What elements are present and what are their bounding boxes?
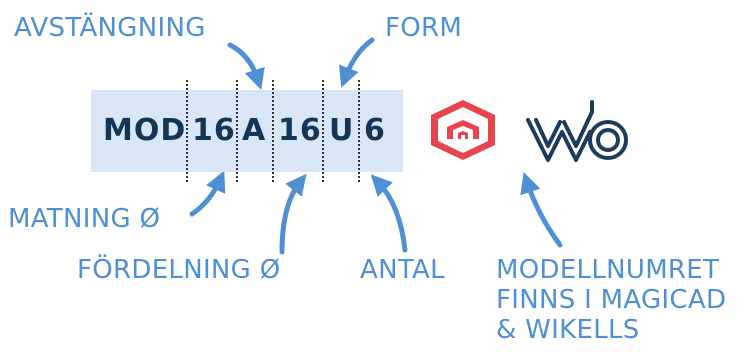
arrow-modell: [520, 172, 563, 248]
separator: [236, 80, 238, 182]
label-matning: MATNING Ø: [8, 204, 161, 234]
arrow-antal: [370, 174, 408, 253]
label-fordelning: FÖRDELNING Ø: [77, 255, 281, 285]
label-modell-line2: FINNS I MAGICAD: [496, 284, 727, 315]
separator: [358, 80, 360, 182]
arrow-matning: [189, 170, 226, 217]
label-modell-line1: MODELLNUMRET: [496, 255, 720, 285]
code-distribution-dim: 16: [278, 113, 322, 148]
label-modell-line3: & WIKELLS: [496, 314, 640, 345]
separator: [186, 80, 188, 182]
code-count: 6: [364, 113, 386, 148]
wikells-logo: [526, 100, 628, 162]
label-modellnumret: MODELLNUMRET FINNS I MAGICAD & WIKELLS: [496, 255, 727, 346]
label-avstangning: AVSTÄNGNING: [14, 13, 206, 43]
separator: [272, 80, 274, 182]
label-antal: ANTAL: [360, 255, 445, 285]
separator: [322, 80, 324, 182]
code-shutoff: A: [242, 113, 267, 148]
code-prefix: MOD: [103, 113, 187, 148]
label-form: FORM: [385, 13, 463, 43]
code-form: U: [329, 113, 355, 148]
arrow-avstangning: [227, 42, 265, 90]
magicad-logo: [431, 100, 495, 160]
code-supply-dim: 16: [192, 113, 236, 148]
model-code-box: [91, 90, 403, 172]
arrow-form: [338, 37, 375, 88]
arrow-fordelning: [279, 173, 307, 255]
